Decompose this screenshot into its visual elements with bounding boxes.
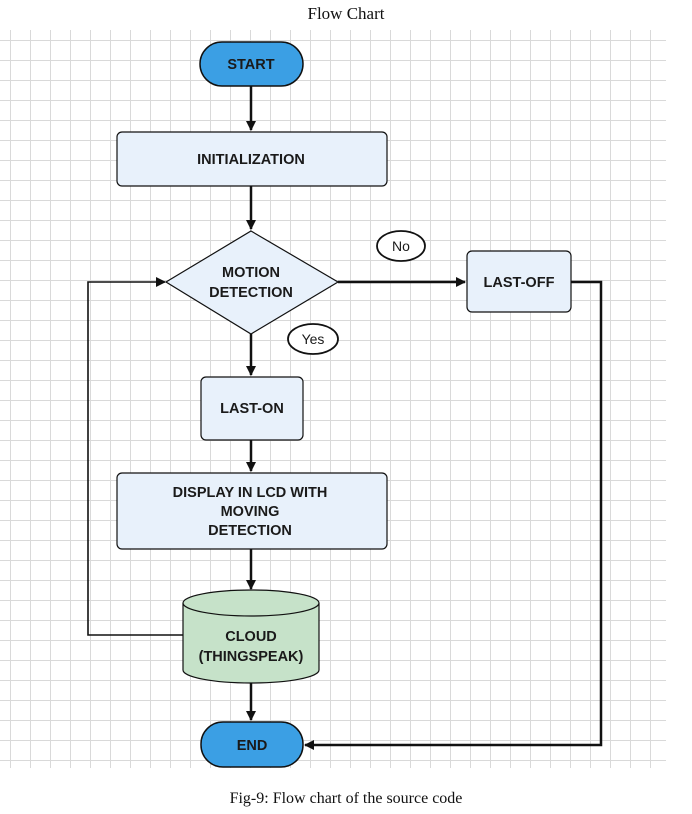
end-label: END xyxy=(237,738,268,754)
end-node: END xyxy=(200,721,304,768)
display-line-3: DETECTION xyxy=(208,523,292,539)
last-on-node: LAST-ON xyxy=(200,376,304,441)
motion-detection-line-1: MOTION xyxy=(222,265,280,281)
display-line-2: MOVING xyxy=(221,504,280,520)
no-label: No xyxy=(392,238,410,254)
initialization-node: INITIALIZATION xyxy=(116,131,388,187)
display-line-1: DISPLAY IN LCD WITH xyxy=(173,485,328,501)
no-edge-label: No xyxy=(376,230,426,262)
edge-cloud-loop-to-motion xyxy=(87,277,183,636)
grid-background xyxy=(0,30,666,768)
motion-detection-line-2: DETECTION xyxy=(209,285,293,301)
last-on-label: LAST-ON xyxy=(220,401,284,417)
last-off-node: LAST-OFF xyxy=(466,250,572,313)
yes-label: Yes xyxy=(302,331,325,347)
motion-detection-decision: MOTION DETECTION xyxy=(164,230,340,335)
figure-title: Flow Chart xyxy=(307,4,385,23)
start-node: START xyxy=(199,41,304,87)
start-label: START xyxy=(227,57,274,73)
cloud-line-1: CLOUD xyxy=(225,629,277,645)
connectors xyxy=(87,86,603,750)
figure-caption: Fig-9: Flow chart of the source code xyxy=(229,790,463,807)
edge-lastoff-to-end xyxy=(304,280,603,750)
yes-edge-label: Yes xyxy=(287,323,339,355)
initialization-label: INITIALIZATION xyxy=(197,152,305,168)
display-node: DISPLAY IN LCD WITH xyxy=(116,472,388,550)
last-off-label: LAST-OFF xyxy=(484,275,555,291)
cloud-database-node: CLOUD (THINGSPEAK) xyxy=(182,589,320,684)
cloud-line-2: (THINGSPEAK) xyxy=(199,649,304,665)
